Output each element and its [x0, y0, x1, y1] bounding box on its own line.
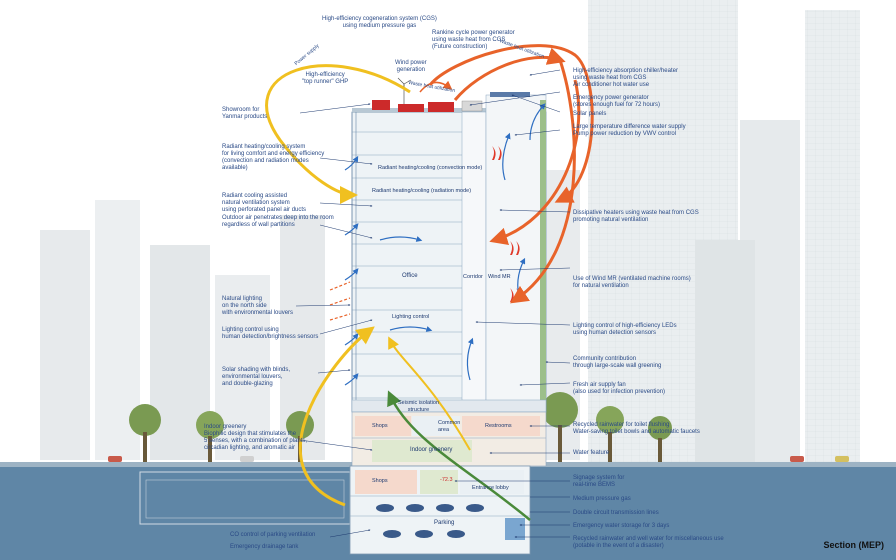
interior-radiant-radiation: Radiant heating/cooling (radiation mode): [372, 188, 472, 194]
label-fresh-air: Fresh air supply fan (also used for infe…: [573, 382, 666, 395]
airflow-arrows: [344, 103, 546, 386]
label-lighting-control: Lighting control using human detection/b…: [222, 327, 319, 340]
label-community: Community contribution through large-sca…: [573, 356, 662, 369]
interior-office: Office: [402, 273, 418, 279]
interior-parking: Parking: [434, 520, 455, 526]
waste-heat-arrows: [419, 44, 594, 304]
label-solar: Solar panels: [573, 111, 607, 117]
interior-common-area: Common area: [438, 420, 461, 433]
gas-arrow: [387, 390, 531, 521]
interior-indoor-greenery: Indoor greenery: [410, 447, 453, 453]
interior-radiant-convection: Radiant heating/cooling (convection mode…: [378, 165, 483, 171]
label-solar-shading: Solar shading with blinds, environmental…: [222, 367, 291, 387]
background-buildings: [40, 0, 860, 480]
label-showroom: Showroom for Yanmar products: [222, 107, 268, 120]
interior-restrooms: Restrooms: [485, 423, 512, 429]
label-drainage: Emergency drainage tank: [230, 544, 299, 550]
main-building: [351, 94, 547, 413]
label-radiant-living: Radiant heating/cooling system for livin…: [222, 144, 325, 171]
interior-corridor: Corridor: [463, 274, 483, 280]
label-wind-mr: Use of Wind MR (ventilated machine rooms…: [573, 276, 691, 289]
label-led: Lighting control of high-efficiency LEDs…: [573, 323, 677, 336]
interior-entrance: Entrance lobby: [472, 485, 509, 491]
label-outdoor-air: Outdoor air penetrates deep into the roo…: [222, 215, 334, 228]
interior-shops-upper: Shops: [372, 423, 388, 429]
label-absorption: High-efficiency absorption chiller/heate…: [573, 68, 678, 88]
street-cars: [108, 456, 849, 462]
interior-shops-lower: Shops: [372, 478, 388, 484]
label-natural-light: Natural lighting on the north side with …: [222, 296, 294, 316]
label-co-control: CO control of parking ventilation: [230, 532, 316, 538]
interior-lighting-control: Lighting control: [392, 314, 430, 320]
rooftop-equipment: [372, 92, 530, 112]
label-water-supply: Large temperature difference water suppl…: [573, 124, 686, 137]
label-radiant-cooling: Radiant cooling assisted natural ventila…: [222, 193, 307, 213]
interior-wind-mr: Wind MR: [488, 274, 511, 280]
interior-temp: -72.3: [440, 477, 453, 483]
cars: [376, 504, 484, 538]
label-transmission: Double circuit transmission lines: [573, 510, 659, 516]
label-gas: Medium pressure gas: [573, 496, 631, 502]
label-ghp: High-efficiency "top runner" GHP: [302, 72, 349, 85]
air-intake-arrows: [329, 281, 351, 321]
power-supply-arrows: [265, 64, 471, 507]
page-title: Section (MEP): [823, 540, 884, 550]
label-signage: Signage system for real-time BEMS: [573, 475, 625, 488]
label-emergency-gen: Emergency power generator (stores enough…: [573, 95, 661, 108]
label-dissipative: Dissipative heaters using waste heat fro…: [573, 210, 699, 223]
label-rainwater: Recycled rainwater for toilet flushing W…: [573, 422, 700, 435]
label-water-feature: Water feature: [573, 450, 610, 456]
label-wind-power: Wind power generation: [395, 60, 427, 73]
interior-seismic: Seismic isolation structure: [398, 400, 439, 413]
label-recycled: Recycled rainwater and well water for mi…: [573, 536, 724, 549]
label-indoor-greenery: Indoor greenery Biophilic design that st…: [204, 424, 308, 451]
label-cgs: High-efficiency cogeneration system (CGS…: [322, 16, 437, 29]
leader-lines: [295, 69, 571, 538]
label-storage: Emergency water storage for 3 days: [573, 523, 670, 529]
label-rankine: Rankine cycle power generator using wast…: [432, 30, 515, 50]
